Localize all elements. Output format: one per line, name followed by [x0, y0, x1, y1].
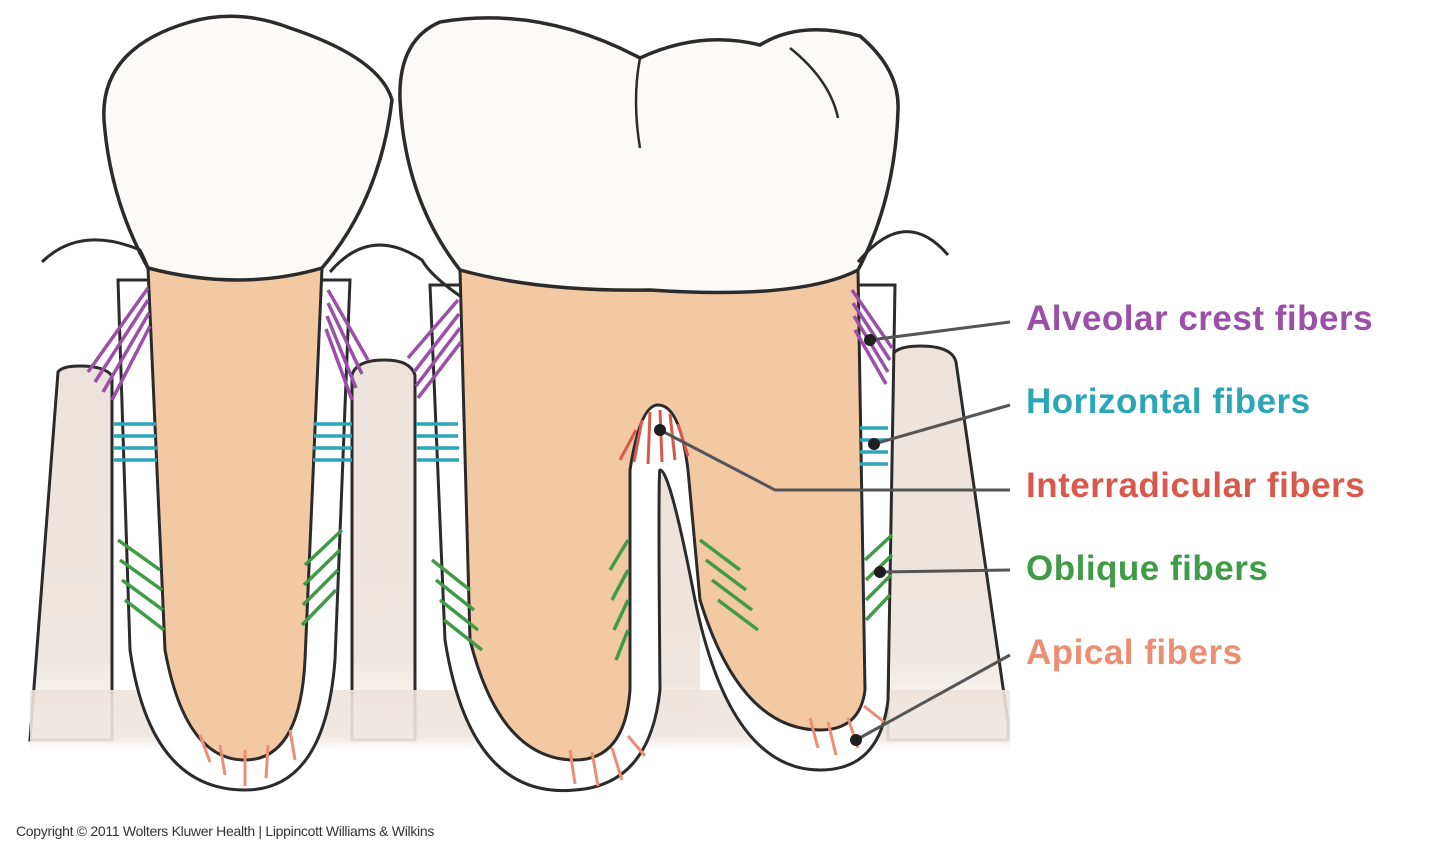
label-horizontal-fibers: Horizontal fibers	[1026, 382, 1311, 421]
label-alveolar-crest-fibers: Alveolar crest fibers	[1026, 299, 1373, 338]
gingiva	[40, 230, 950, 298]
label-interradicular-fibers: Interradicular fibers	[1026, 466, 1365, 505]
bone-left-crest	[28, 364, 114, 742]
bone-right-crest	[886, 344, 1010, 742]
leader-interradicular	[659, 428, 1010, 492]
leader-apical	[855, 653, 1011, 742]
leader-dots	[654, 334, 886, 746]
interradicular-fiber-group	[618, 409, 690, 465]
leader-oblique	[879, 568, 1011, 574]
molar-tooth	[398, 16, 900, 793]
leader-lines	[659, 320, 1011, 742]
label-apical-fibers: Apical fibers	[1026, 633, 1243, 672]
leader-horizontal	[873, 403, 1011, 446]
premolar-crown	[102, 14, 394, 282]
label-oblique-fibers: Oblique fibers	[1026, 549, 1268, 588]
leader-alveolar-crest	[869, 320, 1011, 342]
alveolar-crest-fiber-group	[86, 286, 894, 401]
horizontal-fiber-group	[114, 422, 888, 466]
oblique-fiber-group	[116, 528, 894, 661]
molar-roots	[458, 268, 867, 762]
molar-crown	[398, 16, 900, 295]
bone-interdental-septum	[350, 358, 417, 742]
copyright-notice: Copyright © 2011 Wolters Kluwer Health |…	[16, 823, 434, 839]
premolar-root	[146, 266, 324, 762]
premolar-tooth	[102, 14, 394, 792]
